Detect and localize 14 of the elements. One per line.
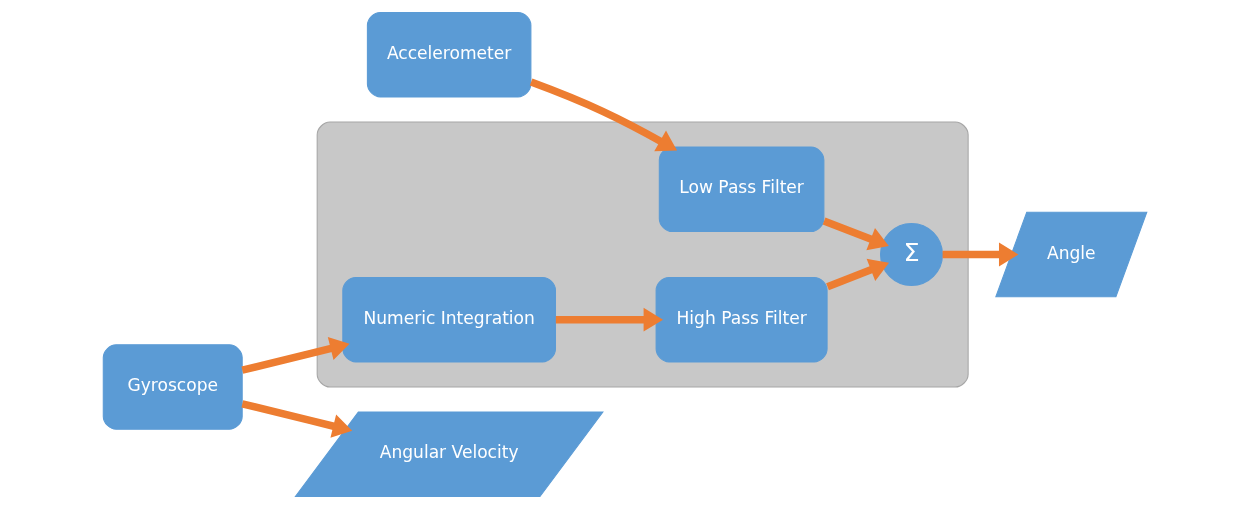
node-box: High Pass Filter <box>655 276 828 363</box>
arrow <box>942 242 1018 267</box>
arrow <box>240 400 352 438</box>
node-box: Low Pass Filter <box>658 146 824 233</box>
arrow <box>529 78 677 152</box>
cluster <box>316 121 969 388</box>
arrow <box>822 217 889 251</box>
arrow <box>555 307 663 332</box>
node-box: Accelerometer <box>366 11 531 98</box>
node-box: Numeric Integration <box>341 276 556 363</box>
node-box: Gyroscope <box>102 344 243 430</box>
node-circle: Σ <box>879 222 943 287</box>
arrow <box>825 258 889 291</box>
arrow <box>240 336 350 374</box>
